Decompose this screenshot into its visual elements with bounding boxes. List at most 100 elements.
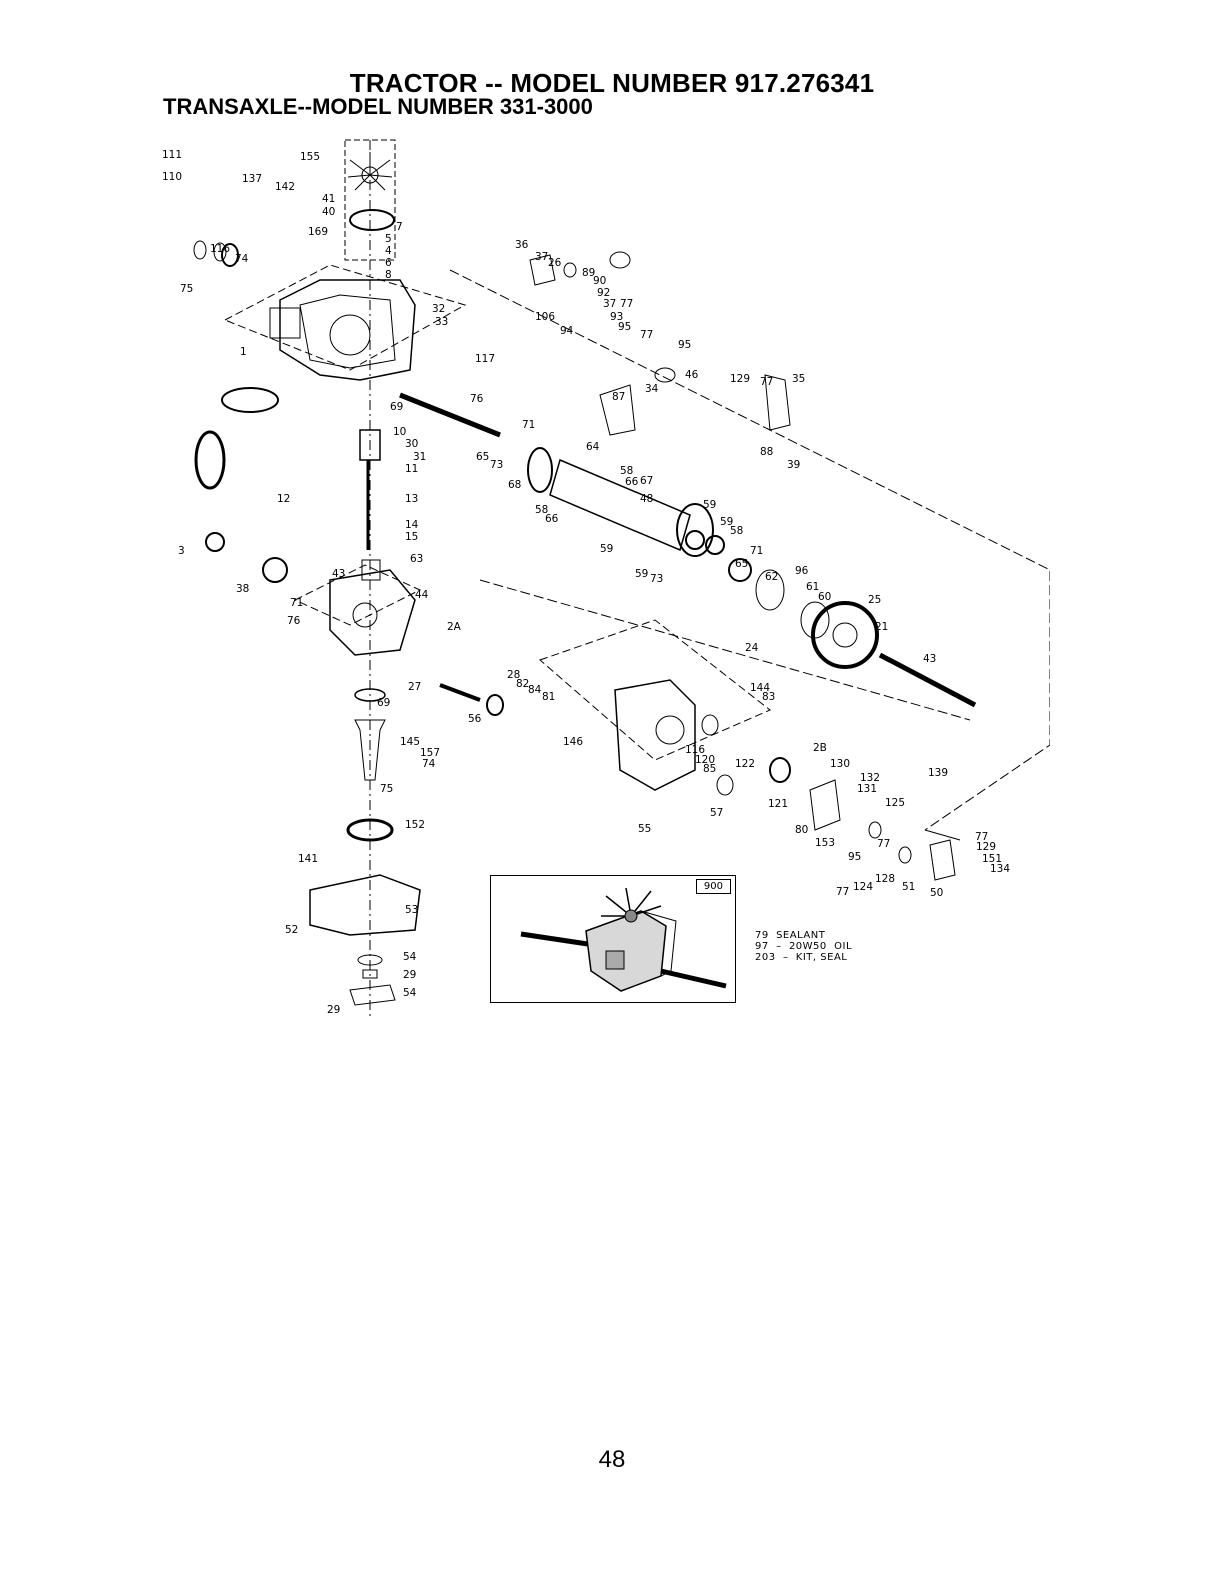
callout-label: 53 — [405, 904, 418, 916]
callout-label: 38 — [236, 583, 249, 595]
callout-label: 58 — [535, 504, 548, 516]
callout-label: 58 — [730, 525, 743, 537]
input-shaft — [359, 429, 381, 581]
center-plane-outline — [293, 564, 422, 626]
upper-housing-part — [269, 279, 416, 381]
callout-label: 77 — [836, 886, 849, 898]
page-number: 48 — [598, 1446, 626, 1473]
callout-label: 2B — [813, 742, 827, 754]
callout-label: 88 — [760, 446, 773, 458]
callout-label: 90 — [593, 275, 606, 287]
callout-label: 3 — [178, 545, 185, 557]
callout-label: 36 — [515, 239, 529, 251]
callout-label: 15 — [405, 531, 418, 543]
upper-plane-outline — [223, 264, 467, 371]
inset-ref-number: 900 — [695, 879, 731, 894]
callout-label: 94 — [560, 325, 574, 337]
callout-label: 71 — [750, 545, 763, 557]
callout-label: 77 — [975, 831, 988, 843]
callout-label: 5 — [385, 233, 392, 245]
callout-label: 10 — [393, 426, 406, 438]
callout-label: 40 — [322, 206, 335, 218]
note-oil: 97 – 20W50 OIL — [755, 941, 853, 952]
callout-label: 95 — [618, 321, 631, 333]
callout-label: 56 — [468, 713, 482, 725]
note-sealant: 79 SEALANT — [755, 930, 826, 941]
callout-label: 67 — [640, 475, 653, 487]
callout-label: 116 — [685, 744, 705, 756]
callout-label: 81 — [542, 691, 555, 703]
callout-label: 43 — [332, 568, 345, 580]
callout-label: 44 — [415, 589, 429, 601]
callout-label: 27 — [408, 681, 421, 693]
callout-label: 39 — [787, 459, 800, 471]
callout-label: 21 — [875, 621, 888, 633]
callout-label: 59 — [703, 499, 716, 511]
callout-label: 26 — [548, 257, 562, 269]
upper-linkage — [529, 251, 791, 436]
callout-label: 59 — [635, 568, 648, 580]
center-housing-part — [329, 569, 416, 656]
callout-label: 106 — [535, 311, 555, 323]
brake-linkage — [809, 779, 961, 881]
callout-label: 116 — [210, 243, 230, 255]
callout-label: 85 — [703, 763, 716, 775]
callout-label: 142 — [275, 181, 295, 193]
callout-label: 35 — [792, 373, 805, 385]
callout-label: 95 — [678, 339, 691, 351]
callout-label: 76 — [470, 393, 484, 405]
callout-label: 89 — [582, 267, 595, 279]
callout-label: 146 — [563, 736, 583, 748]
callout-label: 125 — [885, 797, 905, 809]
callout-label: 54 — [403, 987, 417, 999]
callout-label: 110 — [162, 171, 182, 183]
callout-label: 65 — [735, 558, 748, 570]
callout-label: 77 — [877, 838, 890, 850]
lower-stack — [309, 688, 421, 1006]
callout-label: 95 — [848, 851, 861, 863]
callout-label: 76 — [287, 615, 301, 627]
gear-set — [685, 530, 977, 708]
callout-label: 66 — [545, 513, 559, 525]
callout-label: 80 — [795, 824, 808, 836]
callout-label: 61 — [806, 581, 819, 593]
callout-label: 68 — [508, 479, 521, 491]
note-seal-kit: 203 – KIT, SEAL — [755, 952, 848, 963]
callout-label: 64 — [586, 441, 600, 453]
callout-label: 132 — [860, 772, 880, 784]
callout-label: 4 — [385, 245, 392, 257]
callout-label: 11 — [405, 463, 418, 475]
callout-label: 151 — [982, 853, 1002, 865]
callout-label: 30 — [405, 438, 418, 450]
callout-label: 82 — [516, 678, 529, 690]
callout-label: 33 — [435, 316, 448, 328]
callout-label: 6 — [385, 257, 392, 269]
callout-label: 157 — [420, 747, 440, 759]
callout-label: 32 — [432, 303, 445, 315]
callout-label: 75 — [180, 283, 193, 295]
callout-label: 43 — [923, 653, 936, 665]
callout-label: 12 — [277, 493, 290, 505]
callout-label: 120 — [695, 754, 715, 766]
callout-label: 31 — [413, 451, 426, 463]
callout-label: 137 — [242, 173, 262, 185]
assembly-inset: 900 — [490, 875, 736, 1003]
callout-label: 92 — [597, 287, 610, 299]
callout-label: 129 — [976, 841, 996, 853]
callout-label: 87 — [612, 391, 625, 403]
callout-label: 69 — [377, 697, 390, 709]
callout-label: 145 — [400, 736, 420, 748]
callout-label: 65 — [476, 451, 489, 463]
callout-label: 1 — [240, 346, 247, 358]
callout-label: 73 — [490, 459, 503, 471]
callout-label: 96 — [795, 565, 809, 577]
callout-label: 153 — [815, 837, 835, 849]
callout-label: 129 — [730, 373, 750, 385]
callout-label: 77 — [620, 298, 633, 310]
callout-label: 71 — [522, 419, 535, 431]
callout-label: 93 — [610, 311, 623, 323]
callout-label: 139 — [928, 767, 948, 779]
